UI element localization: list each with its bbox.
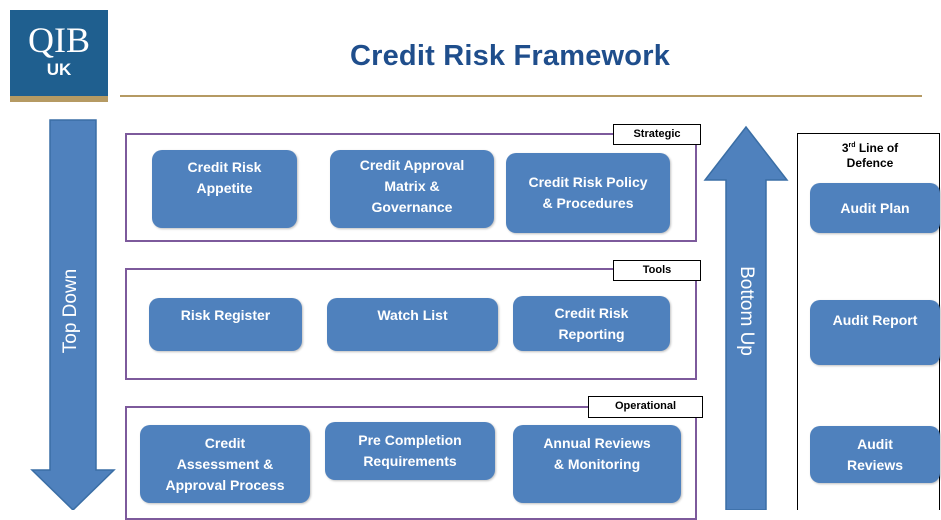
audit-report-box: Audit Report <box>810 300 940 365</box>
risk-register-box: Risk Register <box>149 298 302 351</box>
top-down-label: Top Down <box>60 268 81 354</box>
credit-risk-reporting-box: Credit Risk Reporting <box>513 296 670 351</box>
strategic-label: Strategic <box>613 124 701 145</box>
credit-risk-policy-box: Credit Risk Policy & Procedures <box>506 153 670 233</box>
bottom-up-label: Bottom Up <box>736 266 757 356</box>
credit-assessment-box: Credit Assessment & Approval Process <box>140 425 310 503</box>
audit-reviews-box: Audit Reviews <box>810 426 940 483</box>
credit-risk-appetite-box: Credit Risk Appetite <box>152 150 297 228</box>
logo-bar <box>10 96 108 102</box>
tools-label: Tools <box>613 260 701 281</box>
credit-approval-matrix-box: Credit Approval Matrix & Governance <box>330 150 494 228</box>
audit-plan-box: Audit Plan <box>810 183 940 233</box>
watch-list-box: Watch List <box>327 298 498 351</box>
page-title: Credit Risk Framework <box>349 40 671 72</box>
bottom-up-arrow <box>703 125 789 510</box>
title-divider <box>120 95 922 97</box>
logo-subtext: UK <box>46 60 72 79</box>
operational-label: Operational <box>588 396 703 418</box>
logo-text: QIB <box>28 20 90 60</box>
annual-reviews-box: Annual Reviews & Monitoring <box>513 425 681 503</box>
pre-completion-box: Pre Completion Requirements <box>325 422 495 480</box>
top-down-arrow <box>30 119 116 510</box>
qib-uk-logo: QIB UK <box>10 10 108 102</box>
